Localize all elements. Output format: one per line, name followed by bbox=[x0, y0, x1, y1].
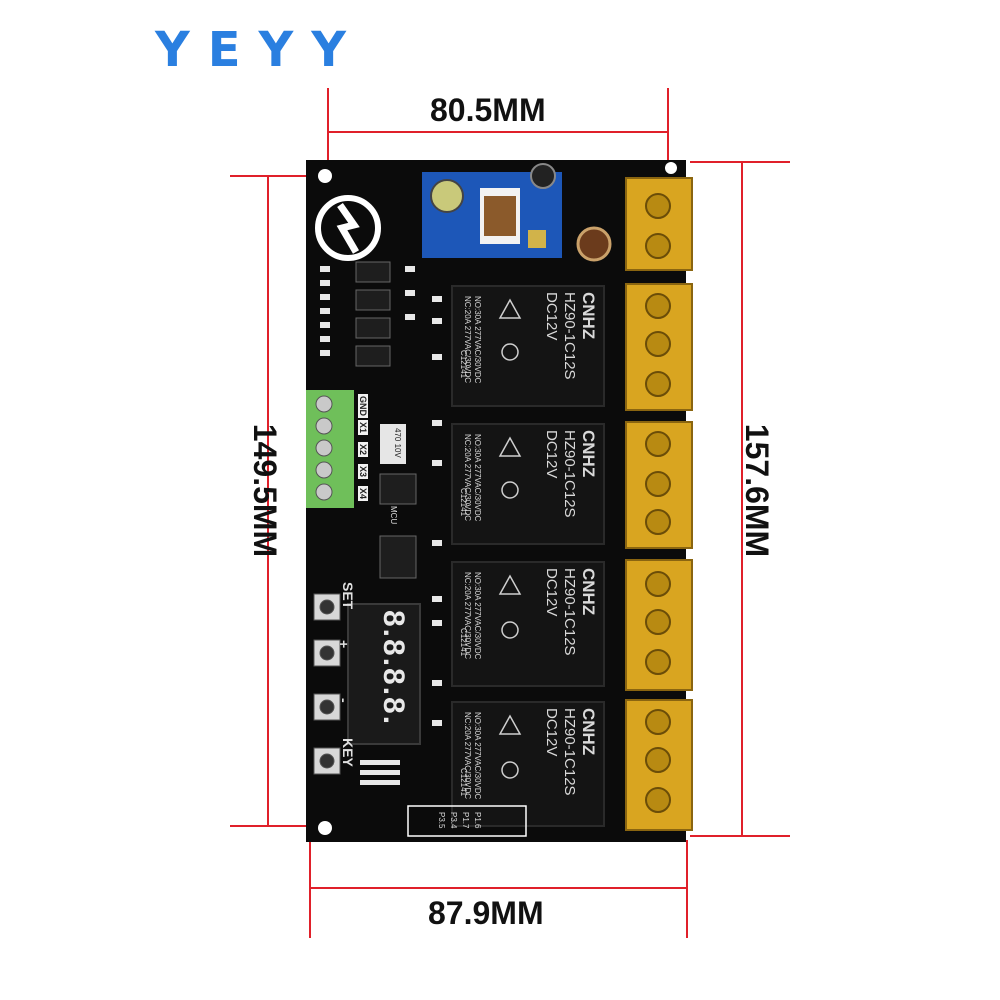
dimension-top-width: 80.5MM bbox=[430, 92, 546, 128]
chip-label: MCU bbox=[389, 506, 398, 525]
relay-1-voltage: DC12V bbox=[543, 292, 560, 341]
relays bbox=[451, 285, 605, 827]
relay-4-code: C12141 bbox=[459, 768, 468, 797]
relay-3-model: HZ90-1C12S bbox=[561, 568, 578, 656]
display-digits: 8.8.8.8. bbox=[377, 610, 410, 727]
terminal-label-gnd: GND bbox=[358, 394, 368, 418]
terminal-label-x3: X3 bbox=[358, 464, 368, 480]
relay-1-code: C12141 bbox=[459, 350, 468, 379]
relay-2-spec-no: NO:30A 277VAC/30VDC bbox=[473, 434, 482, 522]
relay-4-spec-no: NO:30A 277VAC/30VDC bbox=[473, 712, 482, 800]
brand-logo: YEYY bbox=[155, 22, 365, 78]
relay-3-voltage: DC12V bbox=[543, 568, 560, 617]
relay-3-spec-no: NO:30A 277VAC/30VDC bbox=[473, 572, 482, 660]
relay-2-voltage: DC12V bbox=[543, 430, 560, 479]
board-logo-icon bbox=[315, 195, 381, 261]
button-label-set: SET bbox=[340, 582, 356, 610]
dimension-bottom-width: 87.9MM bbox=[428, 895, 544, 931]
relay-2-model: HZ90-1C12S bbox=[561, 430, 578, 518]
relay-4-voltage: DC12V bbox=[543, 708, 560, 757]
relay-2-code: C12141 bbox=[459, 488, 468, 517]
relay-3-brand: CNHZ bbox=[579, 568, 598, 616]
tact-buttons bbox=[313, 593, 341, 775]
led-display bbox=[347, 603, 421, 745]
button-label-key: KEY bbox=[340, 738, 356, 767]
button-label-plus: + bbox=[336, 640, 352, 649]
terminal-label-x1: X1 bbox=[358, 420, 368, 436]
capacitor bbox=[380, 424, 406, 464]
pin-label-p34: P3.4 bbox=[449, 812, 458, 829]
relay-2-brand: CNHZ bbox=[579, 430, 598, 478]
capacitor-label: 470 10V bbox=[393, 428, 402, 458]
relay-4-brand: CNHZ bbox=[579, 708, 598, 756]
pin-label-p16: P1.6 bbox=[473, 812, 482, 829]
relay-1-spec-no: NO:30A 277VAC/30VDC bbox=[473, 296, 482, 384]
pin-header-area bbox=[407, 805, 527, 837]
terminal-label-x2: X2 bbox=[358, 442, 368, 458]
dimension-left-height: 149.5MM bbox=[247, 423, 284, 558]
dimension-lines bbox=[230, 88, 790, 938]
pin-label-p35: P3.5 bbox=[437, 812, 446, 829]
pin-label-p17: P1.7 bbox=[461, 812, 470, 829]
relay-4-model: HZ90-1C12S bbox=[561, 708, 578, 796]
relay-3-code: C12141 bbox=[459, 628, 468, 657]
relay-1-model: HZ90-1C12S bbox=[561, 292, 578, 380]
terminal-label-x4: X4 bbox=[358, 486, 368, 502]
relay-1-brand: CNHZ bbox=[579, 292, 598, 340]
button-label-minus: - bbox=[336, 698, 352, 703]
dimension-right-height: 157.6MM bbox=[739, 423, 776, 558]
